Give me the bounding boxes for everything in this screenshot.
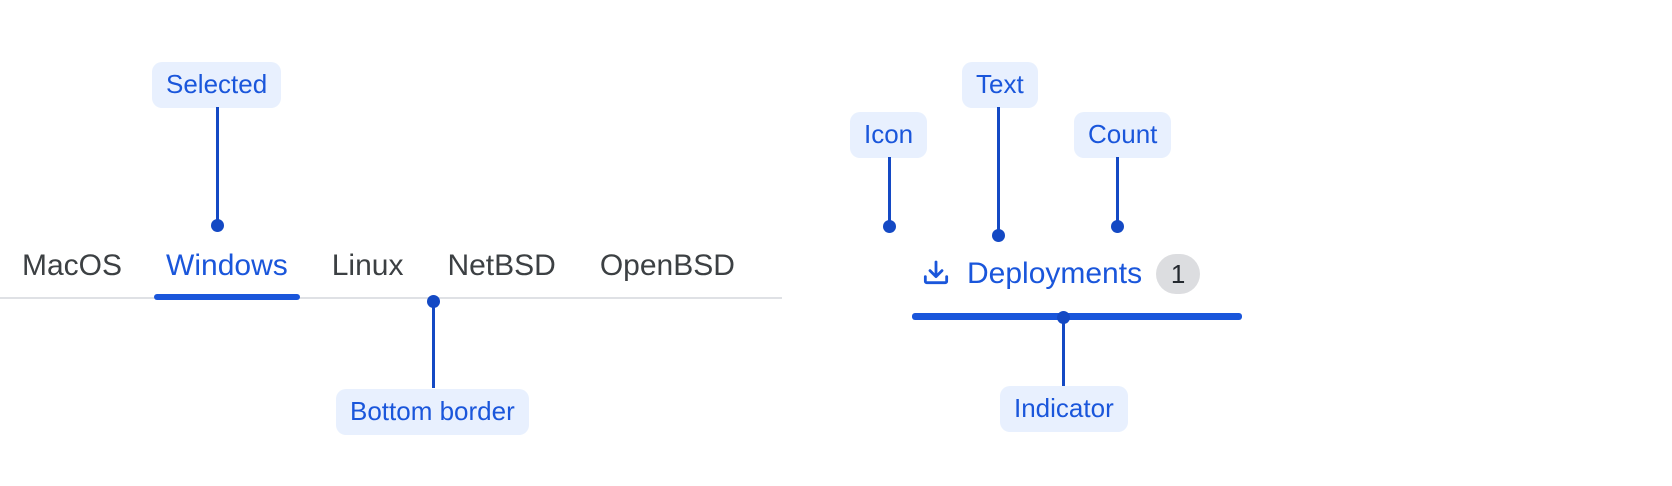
callout-count: Count [1074, 112, 1172, 158]
connector-dot-count [1111, 220, 1124, 233]
tab-openbsd-label: OpenBSD [599, 249, 735, 282]
tab-macos[interactable]: MacOS [0, 243, 144, 297]
callout-bottom-border: Bottom border [336, 389, 529, 435]
callout-selected: Selected [152, 62, 282, 108]
connector-dot-text [992, 229, 1005, 242]
tab-linux-label: Linux [331, 249, 404, 282]
tab-netbsd-label: NetBSD [447, 249, 556, 282]
connector-indicator [1062, 317, 1065, 387]
tab-deployments-label: Deployments [967, 257, 1143, 290]
callout-indicator: Indicator [1000, 386, 1128, 432]
connector-selected [216, 107, 219, 224]
tab-deployments[interactable]: Deployments 1 [919, 245, 1201, 303]
callout-icon: Icon [850, 112, 928, 158]
connector-text [997, 107, 1000, 234]
connector-dot-icon [883, 220, 896, 233]
callout-text: Text [962, 62, 1038, 108]
os-tablist: MacOS Windows Linux NetBSD OpenBSD [0, 243, 782, 300]
tab-netbsd[interactable]: NetBSD [425, 243, 577, 297]
connector-dot-selected [211, 219, 224, 232]
tab-openbsd[interactable]: OpenBSD [578, 243, 757, 297]
connector-count [1116, 157, 1119, 224]
tab-windows-indicator [154, 294, 300, 300]
tab-windows-label: Windows [166, 249, 288, 282]
download-icon [919, 257, 953, 291]
os-tabbar: MacOS Windows Linux NetBSD OpenBSD [0, 243, 782, 300]
tab-macos-label: MacOS [22, 249, 123, 282]
connector-bottom-border [432, 301, 435, 388]
connector-icon [888, 157, 891, 224]
tab-deployments-indicator [912, 313, 1242, 320]
tab-windows[interactable]: Windows [144, 243, 310, 300]
tab-linux[interactable]: Linux [310, 243, 426, 297]
tab-deployments-count-badge: 1 [1156, 254, 1201, 294]
